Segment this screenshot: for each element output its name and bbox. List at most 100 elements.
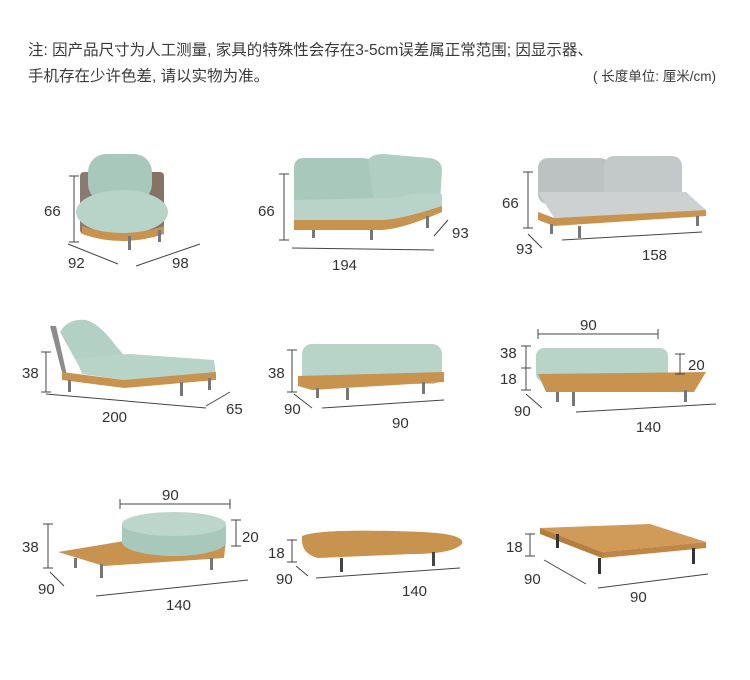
- depth-label: 90: [276, 571, 293, 588]
- two-seat-wood-base: [538, 210, 706, 226]
- width-label: 90: [630, 589, 647, 606]
- two-seat-sofa-drawing: 66 93 158: [502, 156, 706, 264]
- side-table-leg: [684, 390, 687, 402]
- ottoman-leg: [346, 388, 349, 400]
- cushion-height-label: 20: [688, 357, 705, 374]
- depth-dimension-line: [67, 243, 119, 265]
- width-dimension-line: [135, 243, 201, 267]
- base-height-label: 18: [500, 371, 517, 388]
- two-seat-back-right: [604, 156, 682, 202]
- width-dimension-line: [561, 231, 703, 241]
- square-table-leg: [598, 558, 601, 574]
- two-seat-seat: [538, 192, 706, 218]
- corner-sofa-leg: [370, 230, 373, 240]
- item-corner-sofa: 66 194 93: [250, 140, 480, 280]
- ottoman-wood-base: [298, 372, 444, 390]
- item-round-ottoman-platform: 90 38 20 90 140: [20, 484, 270, 614]
- item-ottoman: 38 90 90: [262, 320, 462, 440]
- depth-label: 90: [524, 571, 541, 588]
- armchair-wood-base: [82, 226, 164, 241]
- item-armchair: 66 92 98: [30, 140, 220, 280]
- height-label: 18: [506, 539, 523, 556]
- depth-label: 90: [514, 403, 531, 420]
- lounger-wood-base: [62, 372, 216, 388]
- corner-sofa-leg: [312, 230, 315, 238]
- ottoman-leg: [316, 388, 319, 398]
- cushion-height-label: 20: [242, 529, 259, 546]
- item-sun-lounger: 38 200 65: [20, 310, 260, 440]
- width-dimension-line: [575, 403, 717, 413]
- two-seat-leg: [696, 216, 699, 226]
- depth-label: 92: [68, 255, 85, 272]
- armchair-leg: [128, 236, 131, 250]
- armchair-drawing: 66 92 98: [44, 154, 201, 272]
- width-label: 140: [636, 419, 661, 436]
- corner-sofa-leg: [426, 216, 429, 228]
- width-label: 200: [102, 409, 127, 426]
- depth-dimension-line: [295, 565, 309, 577]
- height-label: 38: [268, 365, 285, 382]
- width-label: 90: [392, 415, 409, 432]
- lounger-leg: [180, 382, 183, 396]
- note-line-1: 注: 因产品尺寸为人工测量, 家具的特殊性会存在3-5cm误差属正常范围; 因显…: [28, 42, 593, 59]
- width-label: 140: [402, 583, 427, 600]
- square-table-leg: [692, 548, 695, 564]
- round-ottoman-drawing: 90 38 20 90 140: [22, 487, 259, 614]
- round-cushion-top: [122, 512, 226, 536]
- note-line-2: 手机存在少许色差, 请以实物为准。: [28, 68, 270, 85]
- height-label: 38: [22, 539, 39, 556]
- ottoman-drawing: 38 90 90: [268, 344, 445, 432]
- coffee-table-large-drawing: 18 90 140: [268, 530, 463, 600]
- height-label: 66: [44, 203, 61, 220]
- width-label: 140: [166, 597, 191, 614]
- depth-dimension-line: [525, 393, 543, 409]
- width-dimension-line: [95, 579, 249, 597]
- top-label: 90: [162, 487, 179, 504]
- square-table-edge-front: [602, 542, 706, 558]
- corner-sofa-wood-base: [294, 206, 442, 230]
- coffee-table-leg: [340, 558, 343, 572]
- height-label: 38: [500, 345, 517, 362]
- depth-label: 93: [516, 241, 533, 258]
- square-table-edge-left: [540, 528, 602, 558]
- width-dimension-line: [321, 399, 445, 409]
- width-dimension-line: [315, 567, 461, 579]
- width-dimension-line: [45, 393, 207, 409]
- depth-dimension-line: [527, 233, 543, 249]
- side-table-wood-base: [538, 372, 706, 392]
- coffee-table-leg: [432, 552, 435, 566]
- coffee-table-top: [302, 530, 463, 558]
- width-label: 98: [172, 255, 189, 272]
- unit-label: ( 长度单位: 厘米/cm): [593, 69, 716, 84]
- depth-dimension-line: [543, 559, 587, 585]
- ottoman-side-table-drawing: 90 38 18 20 90 140: [500, 317, 717, 436]
- corner-sofa-drawing: 66 194 93: [258, 154, 469, 274]
- armchair-leg: [158, 230, 161, 242]
- height-label: 18: [268, 545, 285, 562]
- corner-sofa-back-right: [368, 154, 442, 202]
- width-dimension-line: [291, 247, 435, 251]
- side-table-leg: [572, 392, 575, 406]
- width-label: 158: [642, 247, 667, 264]
- two-seat-leg: [578, 226, 581, 238]
- lounger-backrest-frame: [50, 326, 68, 380]
- two-seat-leg: [550, 224, 553, 234]
- sun-lounger-drawing: 38 200 65: [22, 319, 243, 426]
- item-coffee-table-large: 18 90 140: [262, 510, 482, 610]
- height-label: 38: [22, 365, 39, 382]
- depth-dimension-line: [433, 219, 449, 237]
- depth-dimension-line: [205, 391, 231, 407]
- depth-label: 65: [226, 401, 243, 418]
- platform-leg: [74, 558, 77, 568]
- ottoman-leg: [422, 382, 425, 394]
- depth-label: 93: [452, 225, 469, 242]
- platform-leg: [100, 564, 103, 578]
- disclaimer-note: 注: 因产品尺寸为人工测量, 家具的特殊性会存在3-5cm误差属正常范围; 因显…: [28, 38, 728, 90]
- lounger-seat-cushion: [76, 354, 216, 380]
- height-label: 66: [258, 203, 275, 220]
- depth-label: 90: [38, 581, 55, 598]
- platform-leg: [210, 558, 213, 570]
- corner-sofa-back-left: [294, 158, 380, 206]
- width-dimension-line: [597, 573, 709, 589]
- depth-dimension-line: [49, 571, 65, 587]
